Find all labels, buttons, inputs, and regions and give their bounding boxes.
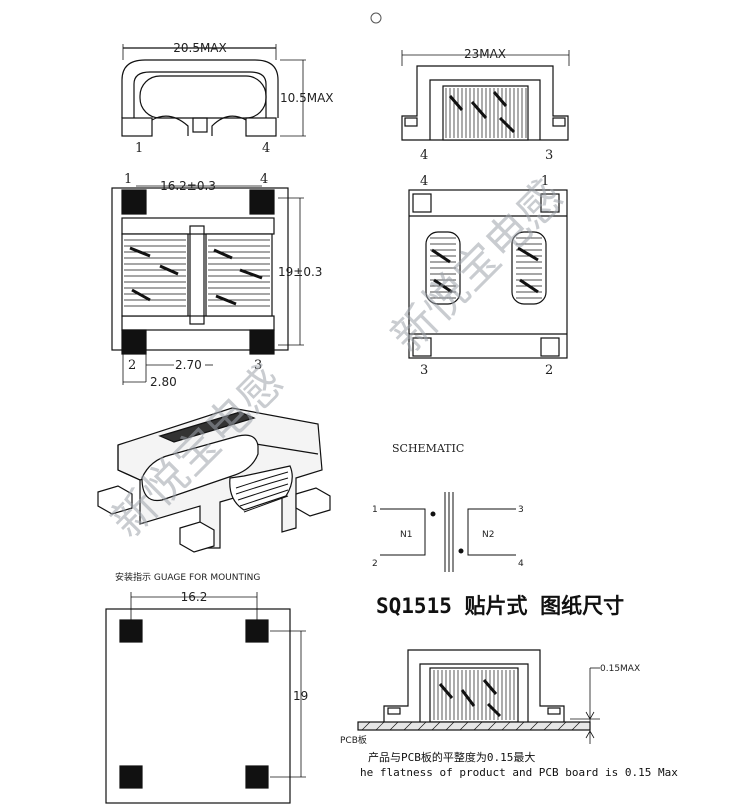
schematic-pin-4: 4 bbox=[518, 559, 524, 569]
note-english: he flatness of product and PCB board is … bbox=[360, 766, 678, 779]
dim-top-width: 20.5MAX bbox=[173, 41, 227, 55]
schematic-pin-3: 3 bbox=[518, 505, 524, 515]
registration-mark bbox=[370, 12, 382, 24]
side-pin-4: 4 bbox=[420, 148, 428, 163]
top-view bbox=[111, 185, 304, 385]
dim-pad-a: 2.70 bbox=[175, 358, 202, 372]
dim-pin-pitch: 16.2±0.3 bbox=[160, 179, 216, 193]
schematic-title: SCHEMATIC bbox=[392, 442, 464, 455]
schematic-pin-2: 2 bbox=[372, 559, 378, 569]
top-pin-4: 4 bbox=[260, 172, 268, 187]
gauge-width: 16.2 bbox=[181, 590, 208, 604]
bottom-view bbox=[408, 189, 568, 359]
dim-body-height: 19±0.3 bbox=[278, 265, 322, 279]
schematic-pin-1: 1 bbox=[372, 505, 378, 515]
front-pin-4: 4 bbox=[262, 141, 270, 156]
dim-side-width: 23MAX bbox=[464, 47, 506, 61]
side-view bbox=[401, 50, 570, 141]
top-pin-2: 2 bbox=[128, 358, 136, 373]
mounting-guide-label: 安装指示 GUAGE FOR MOUNTING bbox=[115, 571, 260, 583]
gauge-height: 19 bbox=[293, 689, 308, 703]
bottom-pin-1: 1 bbox=[541, 174, 549, 189]
mounting-gauge bbox=[105, 592, 306, 804]
drawing-title: SQ1515 贴片式 图纸尺寸 bbox=[376, 594, 624, 618]
dim-top-height: 10.5MAX bbox=[280, 91, 334, 105]
front-pin-1: 1 bbox=[135, 141, 143, 156]
top-pin-3: 3 bbox=[254, 358, 262, 373]
schematic-n2: N2 bbox=[482, 530, 494, 540]
isometric-view bbox=[97, 407, 331, 553]
flatness-detail bbox=[357, 649, 600, 744]
schematic-diagram bbox=[380, 492, 516, 572]
top-pin-1: 1 bbox=[124, 172, 132, 187]
bottom-pin-3: 3 bbox=[420, 363, 428, 378]
front-view bbox=[121, 44, 306, 137]
schematic-n1: N1 bbox=[400, 530, 412, 540]
dim-pad-b: 2.80 bbox=[150, 375, 177, 389]
pcb-label: PCB板 bbox=[340, 734, 367, 746]
bottom-pin-2: 2 bbox=[545, 363, 553, 378]
side-pin-3: 3 bbox=[545, 148, 553, 163]
flatness-max: 0.15MAX bbox=[600, 664, 640, 674]
note-chinese: 产品与PCB板的平整度为0.15最大 bbox=[368, 750, 535, 764]
bottom-pin-4: 4 bbox=[420, 174, 428, 189]
